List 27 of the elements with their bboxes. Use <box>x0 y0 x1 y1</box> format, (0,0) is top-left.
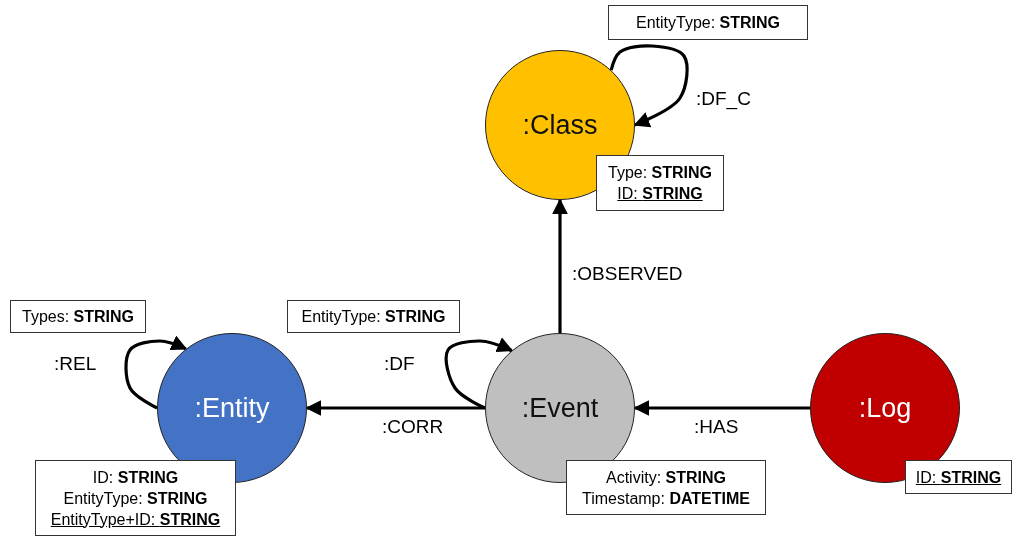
arrow <box>124 335 188 410</box>
property-box <box>287 300 460 333</box>
property-text: EntityType: STRING <box>63 488 208 509</box>
arrow <box>552 198 568 333</box>
property-text: ID: STRING <box>92 467 179 488</box>
node-label: :Entity <box>194 392 270 424</box>
node-label: :Log <box>858 392 912 424</box>
property-text: Type: STRING <box>608 163 712 183</box>
property-text: EntityType: STRING <box>301 307 446 327</box>
property-box <box>608 5 808 40</box>
property-text: Activity: STRING <box>606 467 726 488</box>
property-text: EntityType: STRING <box>635 13 780 33</box>
property-text: ID: STRING <box>617 184 703 204</box>
property-box <box>596 155 724 211</box>
property-text: Types: STRING <box>22 307 134 327</box>
arrow <box>609 44 689 128</box>
property-text: ID: STRING <box>915 467 1002 488</box>
property-text: Timestamp: DATETIME <box>582 488 750 509</box>
arrow <box>305 400 485 416</box>
property-box <box>10 300 146 333</box>
property-text: EntityType+ID: STRING <box>50 509 221 530</box>
arrow <box>633 400 810 416</box>
node-label: :Class <box>522 109 598 141</box>
node-label: :Event <box>521 392 599 424</box>
property-box <box>35 460 236 536</box>
property-box <box>566 460 766 515</box>
property-box <box>905 460 1012 494</box>
